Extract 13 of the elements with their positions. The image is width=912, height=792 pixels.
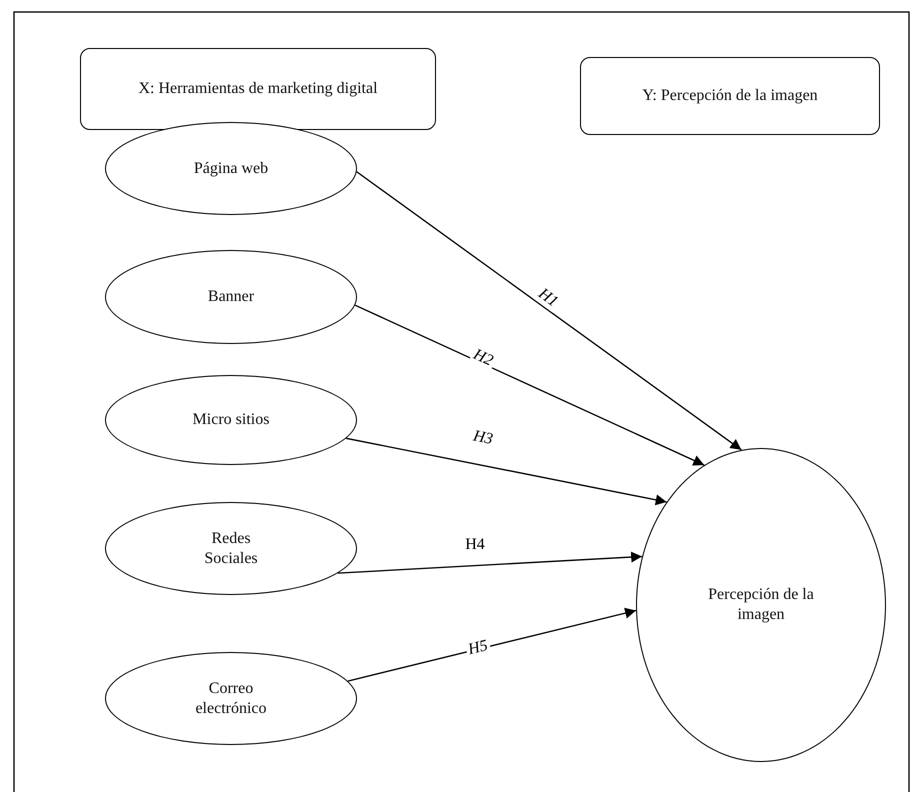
construct-ellipse: Página web	[105, 122, 357, 215]
arrow	[356, 171, 742, 450]
arrow	[354, 304, 705, 466]
construct-ellipse: Banner	[105, 250, 357, 344]
construct-ellipse: Micro sitios	[105, 375, 357, 465]
arrow	[338, 552, 642, 574]
outcome-ellipse: Percepción de la imagen	[636, 448, 886, 762]
construct-ellipse: Correo electrónico	[105, 652, 357, 745]
arrow	[348, 608, 636, 682]
variable-heading-box: X: Herramientas de marketing digital	[80, 48, 436, 130]
variable-heading-box: Y: Percepción de la imagen	[580, 57, 880, 135]
construct-ellipse: Redes Sociales	[105, 502, 357, 595]
arrow	[346, 438, 667, 506]
